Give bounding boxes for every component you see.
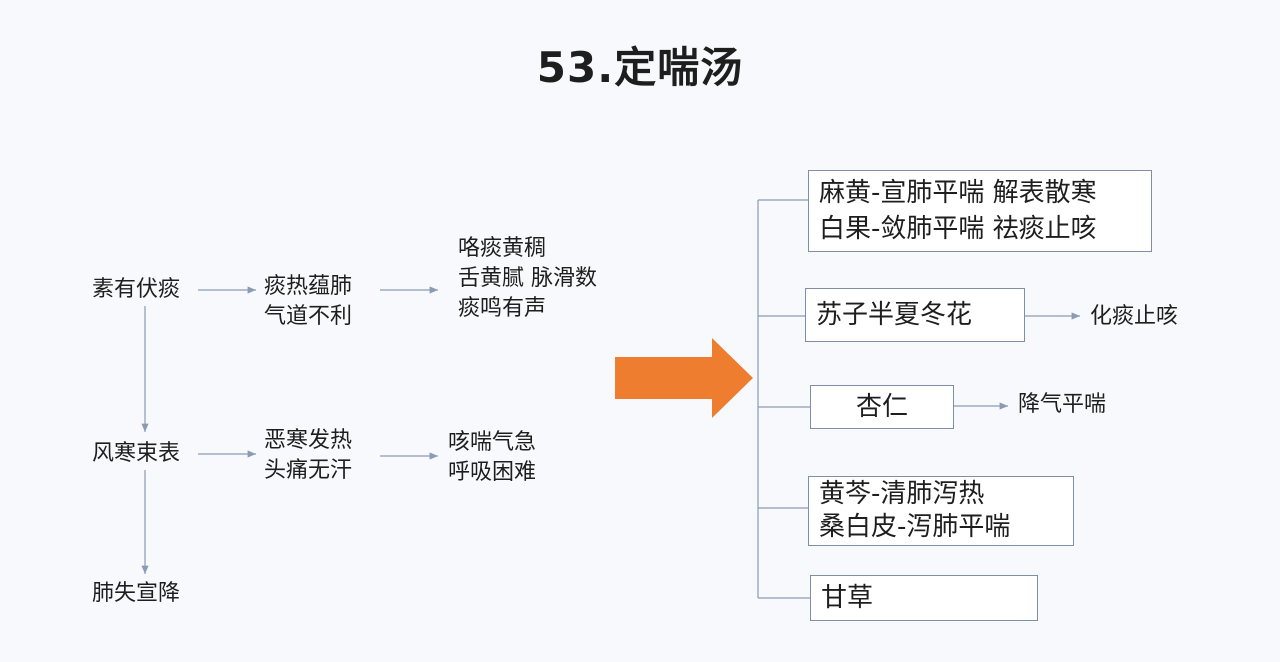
cause-2: 风寒束表 (92, 441, 181, 466)
mechanism-1: 痰热蕴肺 气道不利 (264, 272, 352, 332)
symptoms-1: 咯痰黄稠 舌黄腻 脉滑数 痰鸣有声 (458, 234, 597, 324)
herb-box-suzi-banxia-donghua: 苏子半夏冬花 (805, 288, 1025, 342)
herb-box-4-line-2: 桑白皮-泻肺平喘 (819, 512, 1011, 542)
main-arrow (615, 338, 753, 418)
herb-box-4-line-1: 黄芩-清肺泻热 (819, 479, 985, 509)
herb-box-xingren: 杏仁 (810, 385, 954, 429)
herb-box-mahuang-baiguo: 麻黄-宣肺平喘 解表散寒 白果-敛肺平喘 祛痰止咳 (808, 170, 1152, 252)
effect-huatan-zhike: 化痰止咳 (1090, 304, 1179, 329)
symptoms-2-line-1: 咳喘气急 (448, 430, 537, 455)
mechanism-1-line-2: 气道不利 (264, 304, 353, 329)
symptoms-1-line-1: 咯痰黄稠 (458, 236, 547, 261)
symptoms-1-line-2: 舌黄腻 脉滑数 (458, 266, 597, 291)
herb-box-huangqin-sangbaipi: 黄芩-清肺泻热 桑白皮-泻肺平喘 (808, 476, 1074, 546)
herb-box-gancao: 甘草 (810, 575, 1038, 621)
herb-box-1-line-2: 白果-敛肺平喘 祛痰止咳 (819, 214, 1097, 244)
page-title: 53.定喘汤 (536, 43, 744, 92)
herb-box-1-line-1: 麻黄-宣肺平喘 解表散寒 (819, 178, 1097, 208)
cause-3: 肺失宣降 (92, 581, 181, 606)
mechanism-2-line-2: 头痛无汗 (264, 458, 353, 483)
mechanism-2: 恶寒发热 头痛无汗 (264, 426, 352, 486)
symptoms-2: 咳喘气急 呼吸困难 (448, 428, 536, 488)
symptoms-2-line-2: 呼吸困难 (448, 460, 537, 485)
effect-jiangqi-pingchuan: 降气平喘 (1018, 392, 1107, 417)
symptoms-1-line-3: 痰鸣有声 (458, 296, 547, 321)
cause-1: 素有伏痰 (92, 277, 181, 302)
mechanism-2-line-1: 恶寒发热 (264, 428, 353, 453)
mechanism-1-line-1: 痰热蕴肺 (264, 274, 353, 299)
